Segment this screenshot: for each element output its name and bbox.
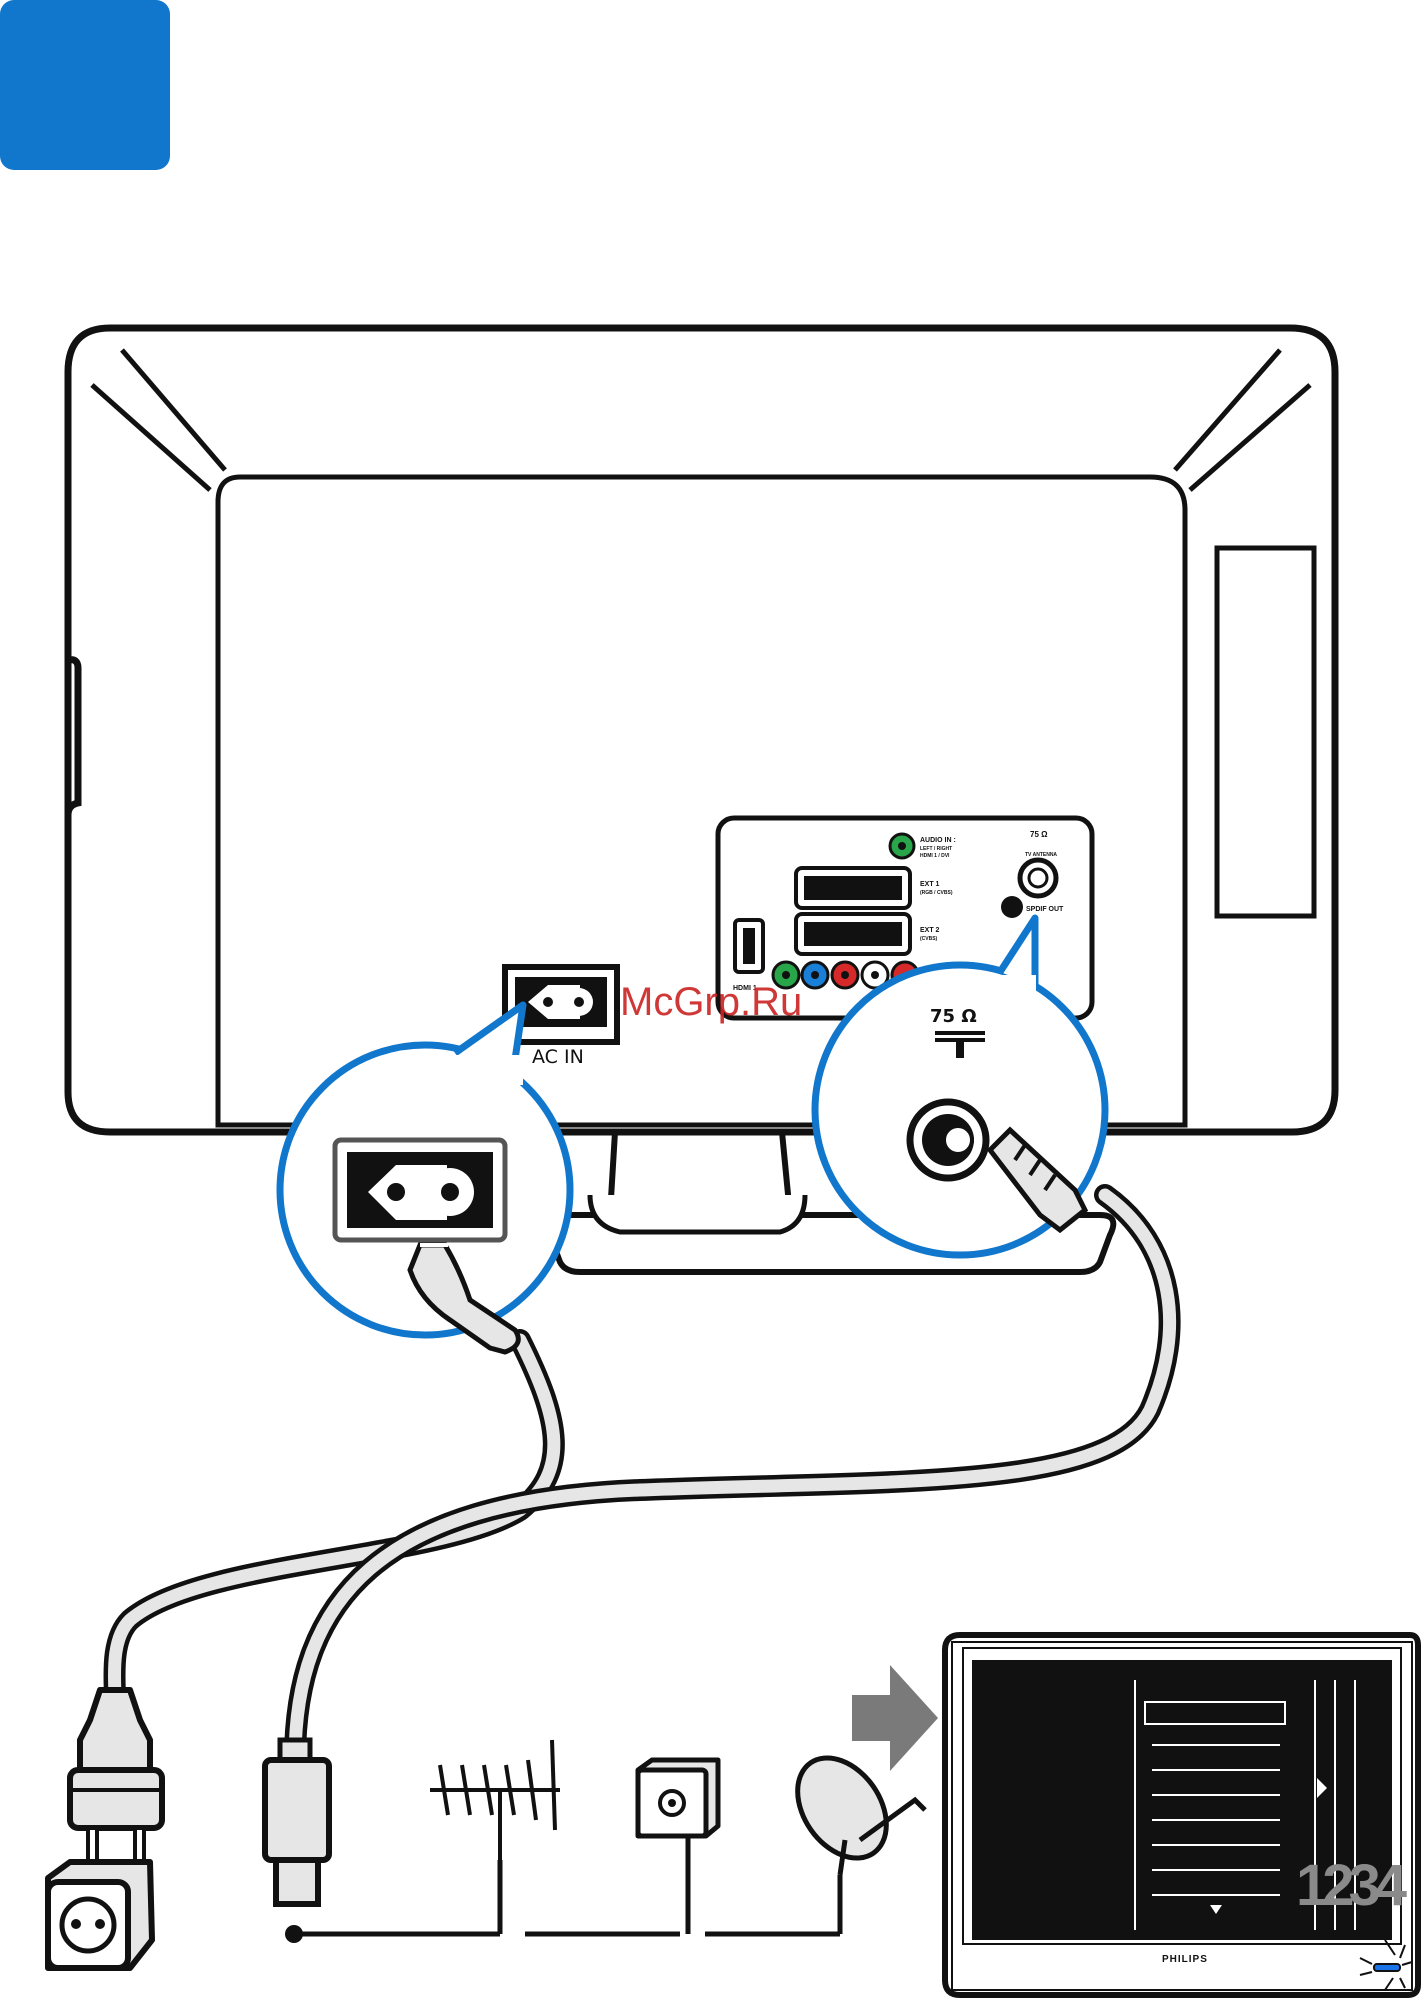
audio-in-sub2: HDMI 1 / DVI [920, 853, 950, 859]
next-arrow-icon [852, 1665, 938, 1771]
coax-wall-outlet-icon [638, 1760, 718, 1836]
channel-number: 1234 [1296, 1853, 1407, 1918]
tv-front: 1234 PHILIPS [945, 1635, 1418, 1995]
ext1-label: EXT 1 [920, 881, 940, 888]
brand-logo: PHILIPS [1162, 1954, 1208, 1965]
ac-in-label: AC IN [532, 1046, 584, 1068]
ext2-sub: (CVBS) [920, 936, 938, 942]
ext2-label: EXT 2 [920, 927, 940, 934]
watermark: McGrp.Ru [620, 980, 802, 1024]
antenna-icon [430, 1740, 560, 1860]
zoom-ohm-label: 75 Ω [930, 1006, 977, 1027]
power-plug-icon [70, 1690, 162, 1866]
ext1-sub: (RGB / CVBS) [920, 890, 953, 896]
tv-antenna-label: TV ANTENNA [1025, 852, 1057, 858]
tv-back [68, 328, 1335, 1272]
coax-plug-end [265, 1740, 329, 1904]
audio-in-label: AUDIO IN : [920, 837, 956, 844]
satellite-dish-icon [779, 1741, 925, 1875]
spdif-port[interactable] [1001, 896, 1023, 918]
panel-ohm-label: 75 Ω [1030, 830, 1048, 839]
wall-socket-icon [48, 1862, 152, 1968]
audio-in-sub1: LEFT / RIGHT [920, 846, 952, 852]
signal-source-line [285, 1835, 840, 1943]
step-badge [0, 0, 170, 170]
spdif-out-label: SPDIF OUT [1026, 906, 1064, 913]
